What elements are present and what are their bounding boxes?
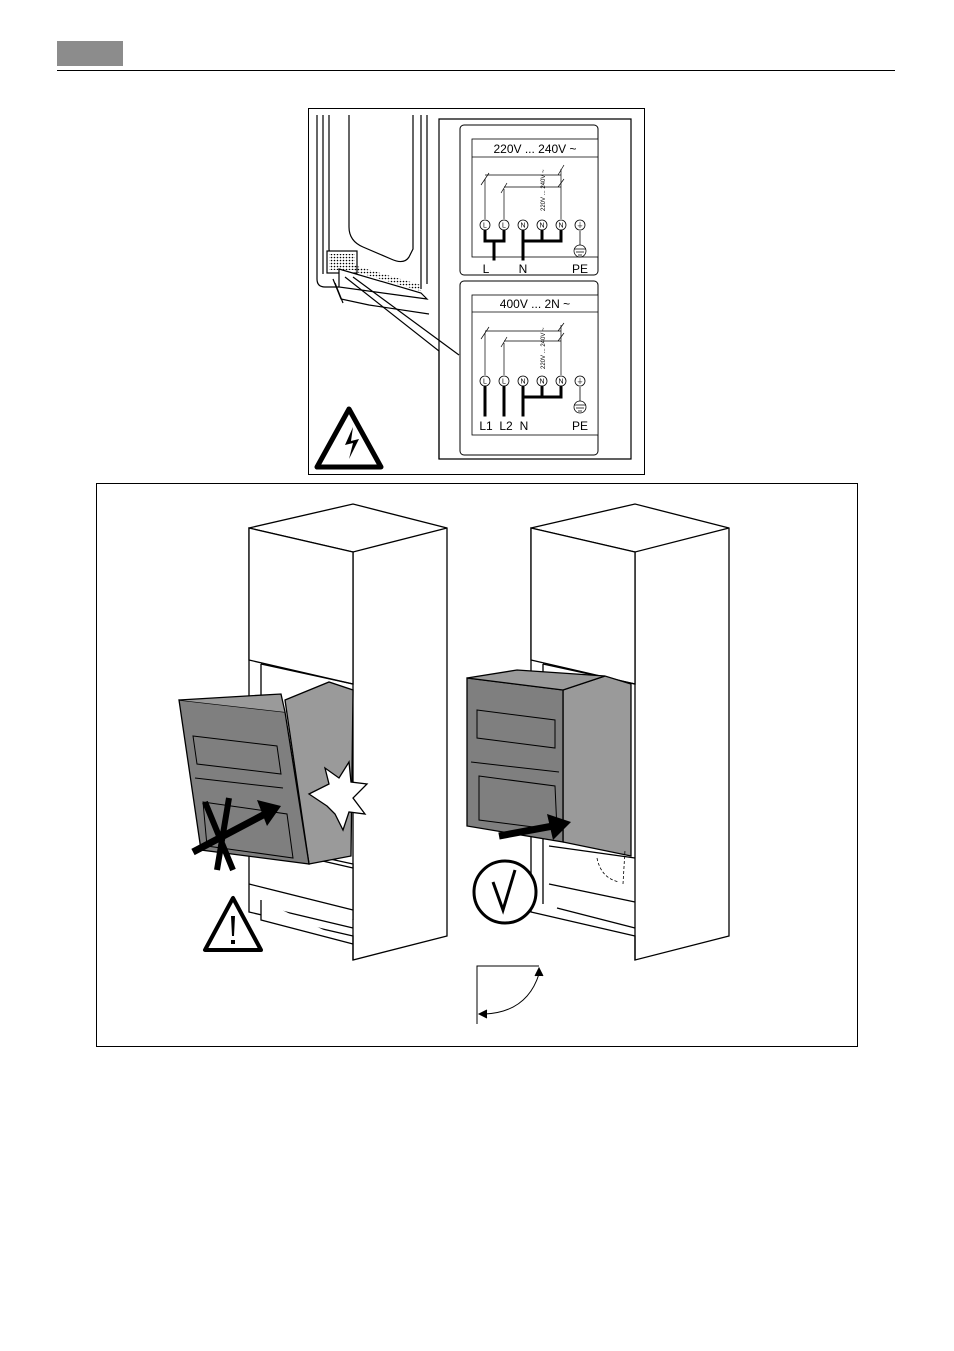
p1-terminal-6: ⏚	[577, 222, 584, 230]
p2-terminal-1: L	[483, 379, 487, 386]
wiring-panel-2: 400V ... 2N ~ 220V ... 240V ~ L L N N N …	[460, 281, 598, 455]
p2-terminal-4: N	[539, 379, 544, 386]
p1-terminal-2: L	[502, 223, 506, 230]
rotation-angle-icon	[477, 966, 543, 1024]
wiring-figure: 220V ... 240V ~ 220V ... 240V ~ L L N N …	[308, 108, 645, 475]
panel1-title: 220V ... 240V ~	[493, 142, 576, 156]
p2-terminal-2: L	[502, 379, 506, 386]
p2-terminal-6: ⏚	[577, 378, 584, 386]
p1-terminal-3: N	[520, 223, 525, 230]
p2-terminal-3: N	[520, 379, 525, 386]
p2-label-3: N	[520, 419, 529, 433]
p2-label-4: PE	[572, 419, 588, 433]
p2-terminal-5: N	[558, 379, 563, 386]
p1-terminal-1: L	[483, 223, 487, 230]
panel2-vertical-label: 220V ... 240V ~	[541, 327, 547, 369]
p1-label-2: N	[519, 262, 528, 276]
p1-terminal-4: N	[539, 223, 544, 230]
p1-label-3: PE	[572, 262, 588, 276]
header-rule	[57, 70, 895, 71]
p1-terminal-5: N	[558, 223, 563, 230]
p2-label-1: L1	[479, 419, 493, 433]
p2-label-2: L2	[499, 419, 513, 433]
page-tab	[57, 41, 123, 66]
wiring-svg: 220V ... 240V ~ 220V ... 240V ~ L L N N …	[309, 109, 643, 473]
installation-figure	[96, 483, 858, 1047]
panel2-title: 400V ... 2N ~	[500, 297, 570, 311]
check-mark-icon	[474, 861, 536, 923]
wiring-panel-1: 220V ... 240V ~ 220V ... 240V ~ L L N N …	[460, 125, 598, 276]
installation-svg	[97, 484, 857, 1046]
p1-label-1: L	[483, 262, 490, 276]
high-voltage-warning-icon	[317, 409, 381, 467]
